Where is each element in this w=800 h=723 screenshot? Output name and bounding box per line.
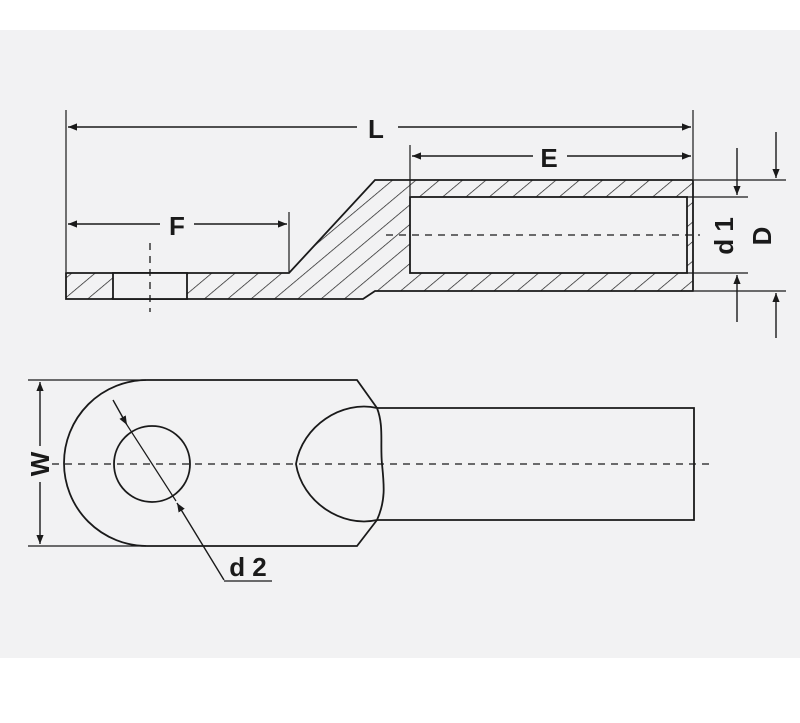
dimension-F: F (68, 211, 290, 272)
dimension-label-D: D (747, 227, 777, 246)
dimension-label-d1: d 1 (709, 217, 739, 255)
section-view (65, 179, 700, 312)
plan-view (52, 379, 712, 547)
dimension-W: W (25, 379, 146, 547)
dimension-label-E: E (540, 143, 557, 173)
dimension-label-d2: d 2 (229, 552, 267, 582)
background-panel (0, 30, 800, 658)
dimension-D: D (694, 132, 786, 338)
dimension-L: L (65, 110, 694, 272)
dimension-label-W: W (25, 451, 55, 476)
dimension-label-L: L (368, 114, 384, 144)
dimension-E: E (409, 143, 691, 196)
dimension-d1: d 1 (687, 148, 748, 322)
bolt-hole (113, 425, 191, 503)
dimension-label-F: F (169, 211, 185, 241)
dimension-d2: d 2 (112, 399, 272, 582)
